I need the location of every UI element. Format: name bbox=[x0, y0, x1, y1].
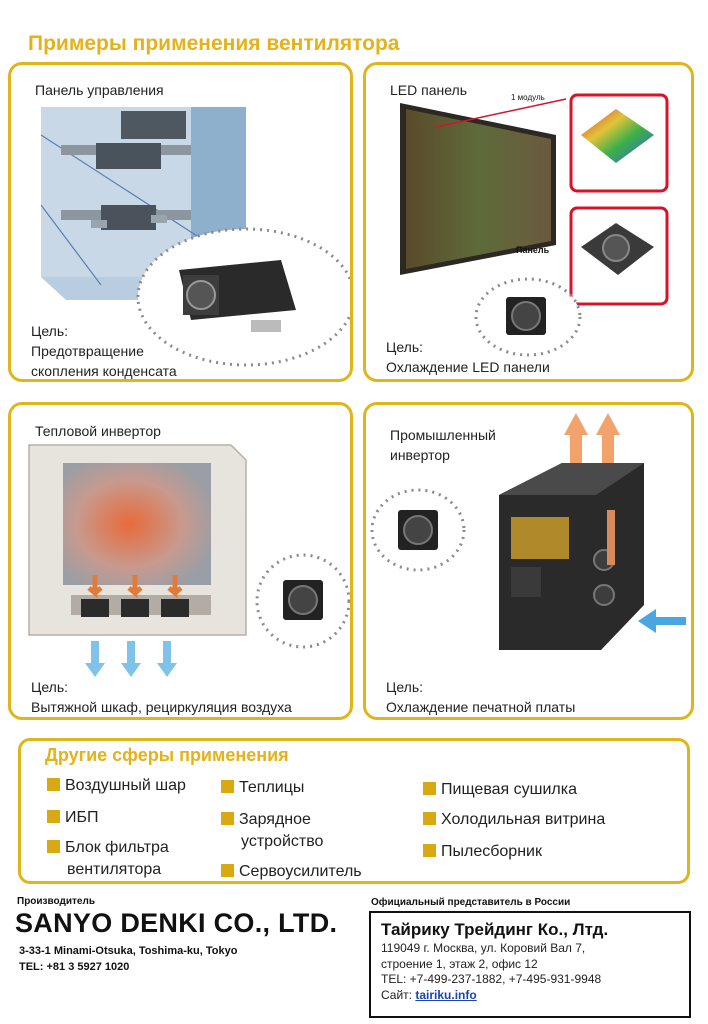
site-link[interactable]: tairiku.info bbox=[415, 987, 477, 1002]
bullet-square-icon bbox=[221, 812, 234, 825]
manufacturer-label: Производитель bbox=[17, 896, 95, 907]
panel-label: Панель bbox=[516, 245, 550, 255]
panel-control-cabinet: Панель управления Цель: Предотвращение с… bbox=[8, 62, 353, 382]
application-item: Блок фильтра вентилятора bbox=[47, 837, 169, 881]
manufacturer-name: SANYO DENKI CO., LTD. bbox=[15, 908, 338, 938]
heat-inverter-illustration bbox=[28, 444, 350, 677]
application-item: Сервоусилитель bbox=[221, 861, 362, 883]
application-item: Пищевая сушилка bbox=[423, 779, 577, 801]
other-applications-panel: Другие сферы применения Воздушный шар ИБ… bbox=[18, 738, 690, 884]
bullet-square-icon bbox=[423, 782, 436, 795]
goal-text-line-2: скопления конденсата bbox=[31, 363, 177, 379]
application-item: Зарядное устройство bbox=[221, 809, 323, 853]
application-item: Пылесборник bbox=[423, 841, 542, 863]
manufacturer-address-block: 3-33-1 Minami-Otsuka, Toshima-ku, Tokyo … bbox=[19, 943, 237, 975]
panel-industrial-inverter: Промышленный инвертор Цель: Охлаждение п… bbox=[363, 402, 694, 720]
panel-title-line-2: инвертор bbox=[390, 447, 450, 463]
goal-text-line-1: Предотвращение bbox=[31, 343, 144, 359]
led-panel-illustration: 1 модуль Панель bbox=[400, 93, 669, 357]
representative-tel: TEL: +7-499-237-1882, +7-495-931-9948 bbox=[381, 972, 602, 986]
representative-address-line-2: строение 1, этаж 2, офис 12 bbox=[381, 956, 538, 971]
goal-text: Вытяжной шкаф, рециркуляция воздуха bbox=[31, 699, 292, 715]
goal-label: Цель: bbox=[31, 679, 69, 695]
control-cabinet-illustration bbox=[40, 107, 350, 367]
module-label: 1 модуль bbox=[511, 93, 545, 102]
goal-label: Цель: bbox=[386, 339, 424, 355]
bullet-square-icon bbox=[221, 780, 234, 793]
representative-label: Официальный представитель в России bbox=[371, 897, 571, 908]
goal-text: Охлаждение LED панели bbox=[386, 359, 550, 375]
panel-title: Тепловой инвертор bbox=[35, 423, 161, 439]
application-item: ИБП bbox=[47, 807, 99, 829]
representative-address-line-1: 119049 г. Москва, ул. Коровий Вал 7, bbox=[381, 941, 586, 955]
panel-heat-inverter: Тепловой инвертор Цель: Вытяжной шкаф, р… bbox=[8, 402, 353, 720]
panel-title-line-1: Промышленный bbox=[390, 427, 496, 443]
site-label: Сайт: bbox=[381, 987, 413, 1002]
application-item: Теплицы bbox=[221, 777, 304, 799]
other-applications-title: Другие сферы применения bbox=[45, 745, 289, 765]
application-item: Воздушный шар bbox=[47, 775, 186, 797]
panel-title: Панель управления bbox=[35, 82, 164, 98]
application-item: Холодильная витрина bbox=[423, 809, 605, 831]
panel-title: LED панель bbox=[390, 82, 468, 98]
bullet-square-icon bbox=[47, 810, 60, 823]
representative-box: Тайрику Трейдинг Ко., Лтд. 119049 г. Мос… bbox=[369, 911, 691, 1018]
goal-label: Цель: bbox=[386, 679, 424, 695]
goal-text: Охлаждение печатной платы bbox=[386, 699, 576, 715]
manufacturer-tel: TEL: +81 3 5927 1020 bbox=[19, 961, 130, 973]
page-title: Примеры применения вентилятора bbox=[28, 32, 400, 55]
representative-name: Тайрику Трейдинг Ко., Лтд. bbox=[381, 920, 609, 939]
goal-label: Цель: bbox=[31, 323, 69, 339]
representative-site: Сайт: tairiku.info bbox=[381, 988, 679, 1004]
bullet-square-icon bbox=[423, 844, 436, 857]
manufacturer-address: 3-33-1 Minami-Otsuka, Toshima-ku, Tokyo bbox=[19, 945, 238, 957]
bullet-square-icon bbox=[221, 864, 234, 877]
panel-led: LED панель 1 модуль Панель Цель: Охлажде… bbox=[363, 62, 694, 382]
bullet-square-icon bbox=[423, 812, 436, 825]
industrial-inverter-illustration bbox=[370, 413, 686, 650]
bullet-square-icon bbox=[47, 840, 60, 853]
bullet-square-icon bbox=[47, 778, 60, 791]
